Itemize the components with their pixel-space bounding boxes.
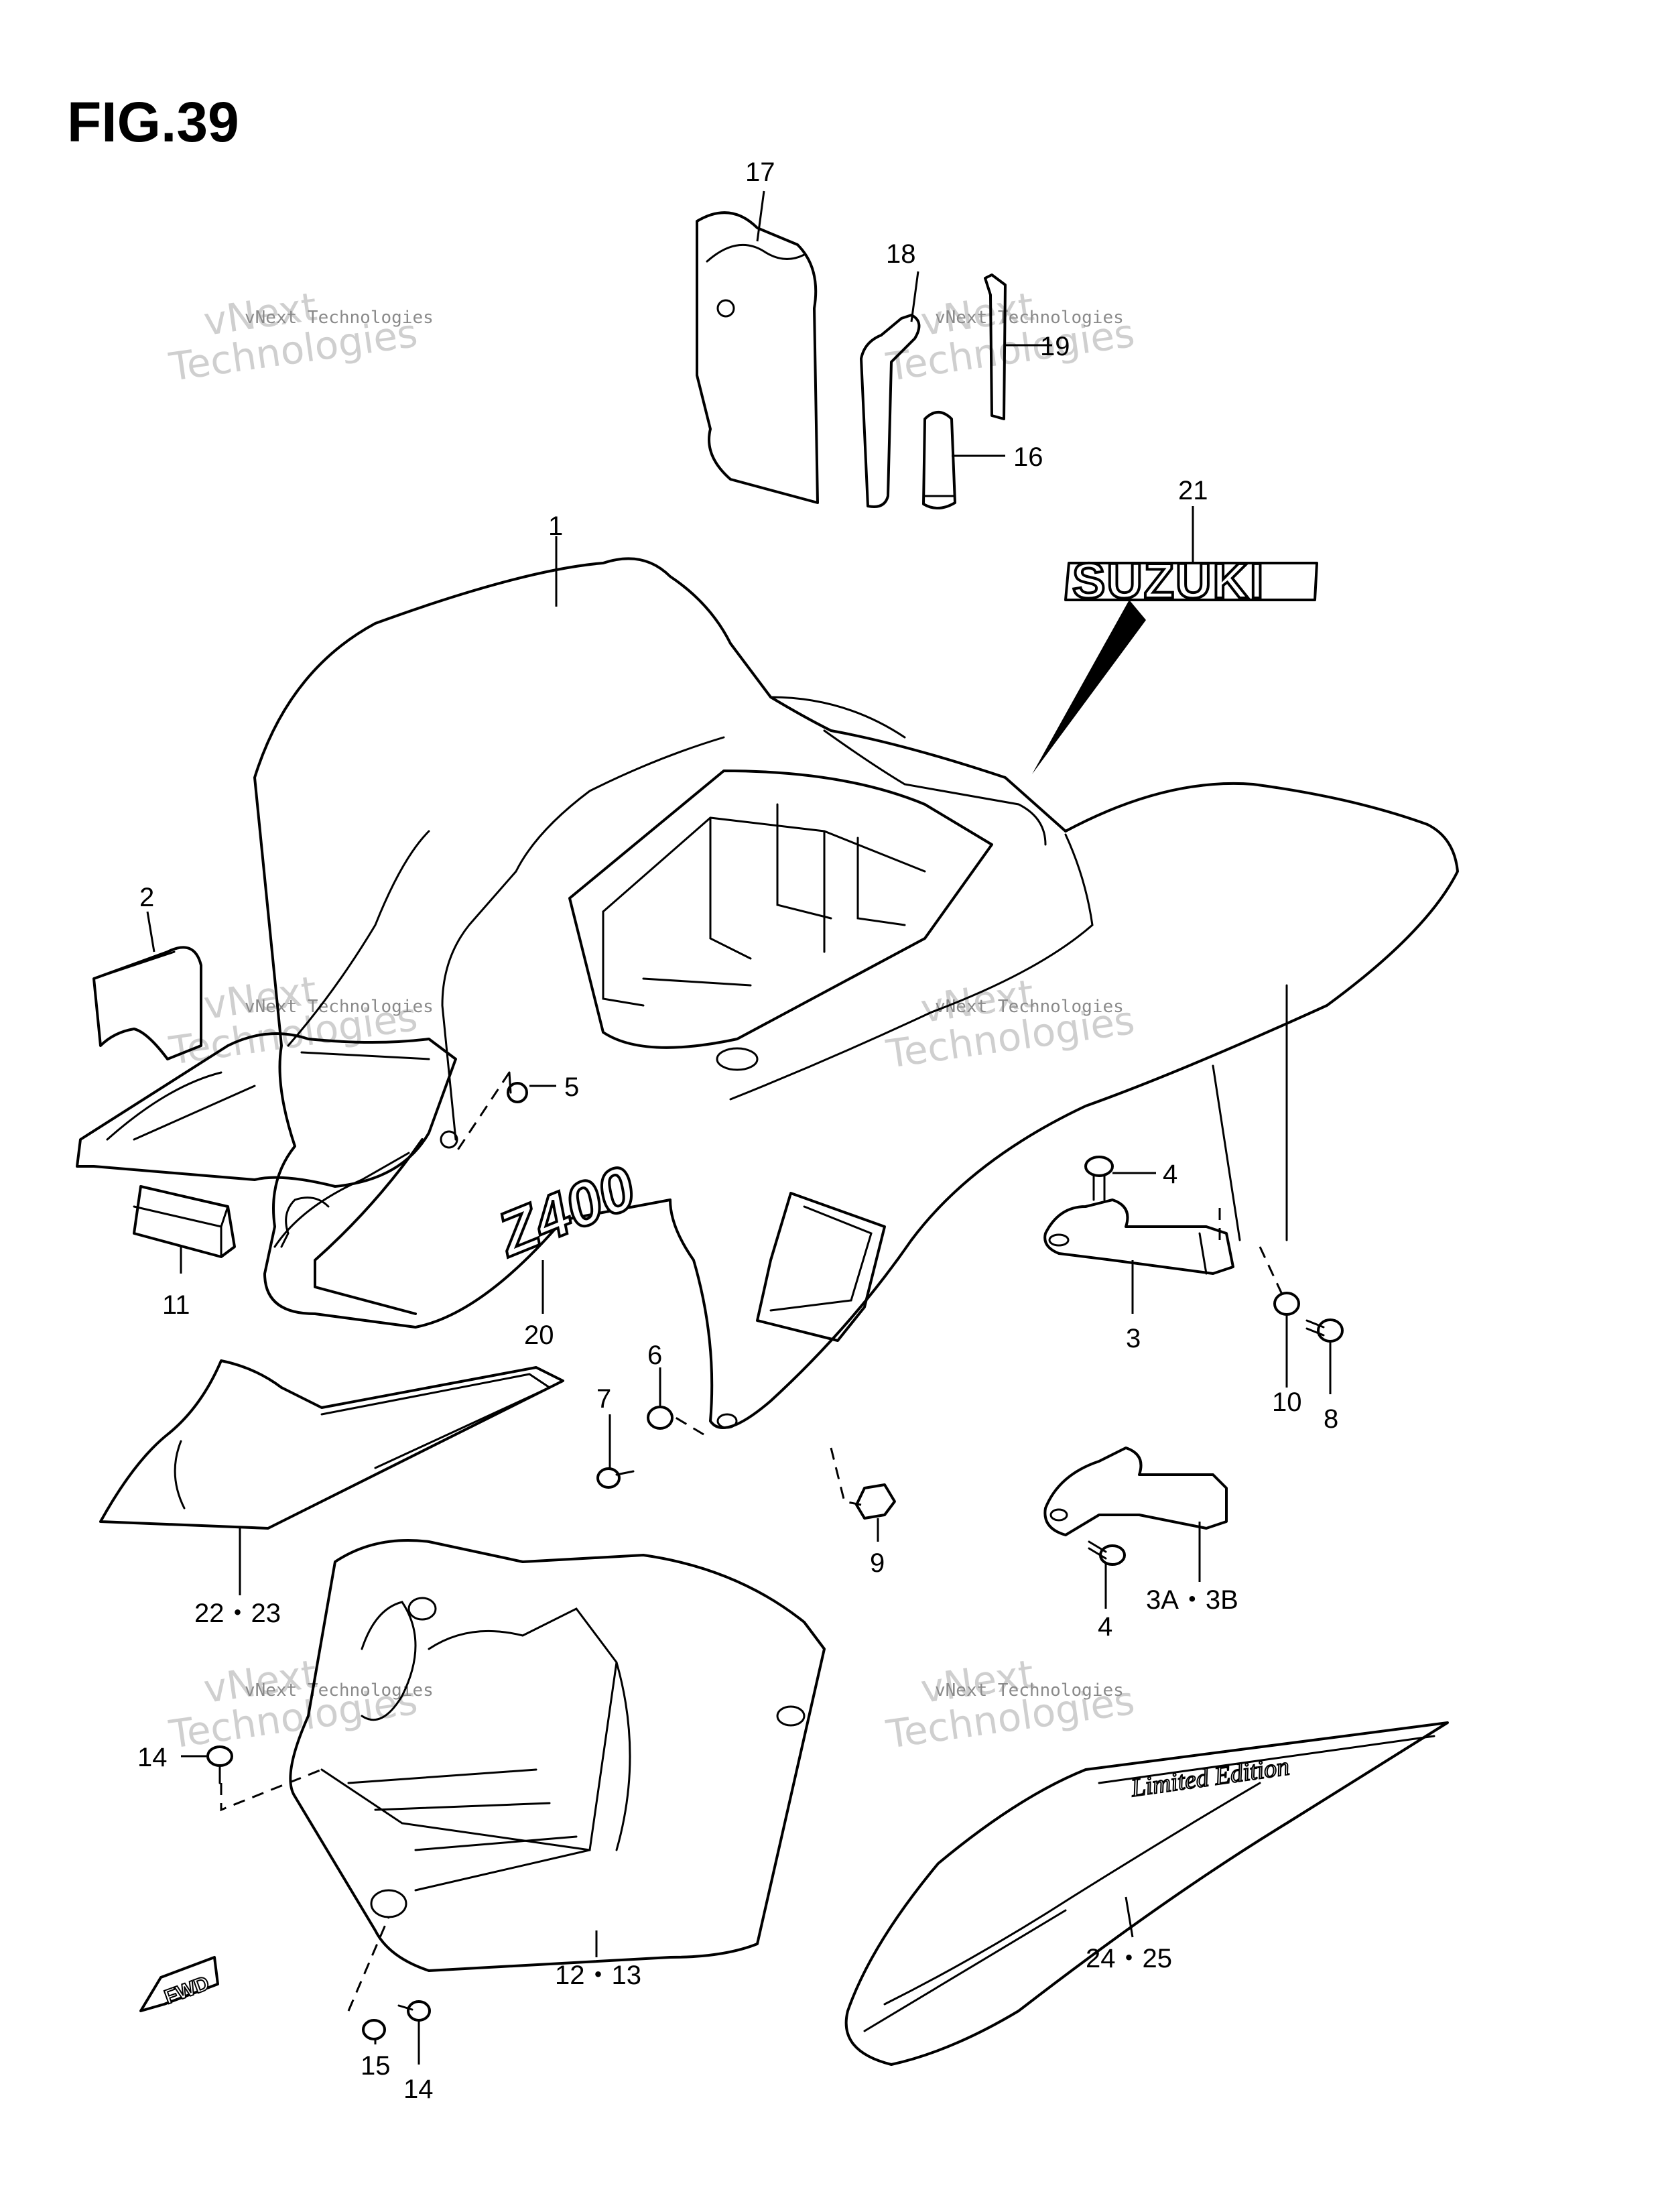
- part-3-bracket: [1043, 1199, 1234, 1275]
- callout-14-lower: 14: [403, 2075, 434, 2104]
- part-5-clip: [507, 1071, 528, 1103]
- part-24-25-stripe-decal: Limited Edition: [844, 1721, 1449, 2066]
- watermark-small: vNext Technologies: [245, 308, 434, 328]
- part-15-washer: [362, 2019, 386, 2040]
- callout-9: 9: [870, 1548, 885, 1578]
- part-11-block: [133, 1185, 236, 1258]
- watermark-small: vNext Technologies: [935, 1680, 1124, 1701]
- watermarks: vNext Technologies vNext Technologies vN…: [166, 284, 1137, 1758]
- part-8-bolt: [1305, 1318, 1344, 1343]
- callout-10: 10: [1272, 1388, 1302, 1417]
- callout-20: 20: [524, 1320, 554, 1350]
- callout-18: 18: [886, 239, 916, 269]
- leader-lines: [146, 190, 1332, 2065]
- part-17-tool-bag: [696, 211, 819, 504]
- callout-16: 16: [1013, 442, 1043, 472]
- callout-8: 8: [1324, 1404, 1338, 1434]
- callout-15: 15: [361, 2051, 391, 2081]
- part-22-23-side-guard: [99, 1359, 564, 1530]
- figure-title: FIG.39: [67, 90, 239, 153]
- part-12-13-mud-guard: [289, 1539, 826, 1972]
- part-3a-3b-bracket: [1043, 1447, 1228, 1536]
- pointer-arrow: [1032, 600, 1146, 774]
- callout-11: 11: [162, 1290, 190, 1320]
- part-14-screw: [397, 2000, 431, 2022]
- part-9-nut: [855, 1483, 896, 1520]
- watermark-small: vNext Technologies: [245, 997, 434, 1017]
- watermark-small: vNext Technologies: [935, 997, 1124, 1017]
- part-14-screw: [206, 1745, 233, 1784]
- suzuki-logo-text: SUZUKI: [1072, 553, 1265, 609]
- callout-12-13: 12・13: [555, 1961, 641, 1990]
- callout-3a-3b: 3A・3B: [1146, 1585, 1238, 1615]
- callout-5: 5: [564, 1072, 579, 1102]
- callout-6: 6: [647, 1341, 662, 1370]
- part-16-plug: [922, 411, 956, 509]
- fwd-label: FWD: [162, 1972, 212, 2008]
- watermark-small: vNext Technologies: [935, 308, 1124, 328]
- left-side-panel: [76, 1032, 457, 1188]
- part-18-wrench: [860, 314, 921, 508]
- part-19-hex-key: [984, 273, 1007, 420]
- part-2-side-cover: [92, 946, 202, 1060]
- part-21-suzuki-decal: SUZUKI: [1064, 552, 1318, 610]
- part-7-screw: [596, 1467, 635, 1489]
- callout-22-23: 22・23: [194, 1599, 281, 1628]
- part-4-bolt: [1084, 1156, 1114, 1201]
- part-10-washer: [1273, 1292, 1300, 1316]
- part-4-bolt: [1088, 1540, 1126, 1566]
- z400-model-text: Z400: [487, 1153, 645, 1270]
- callout-19: 19: [1040, 332, 1070, 361]
- callout-4-lower: 4: [1098, 1612, 1112, 1642]
- callout-1: 1: [548, 511, 563, 541]
- callout-3: 3: [1126, 1324, 1141, 1353]
- part-6-collar: [647, 1406, 674, 1430]
- callout-labels: 17 18 19 16 21 1 2 5 4 3 11 20 6 7 10 8 …: [137, 158, 1338, 2104]
- callout-2: 2: [139, 883, 154, 912]
- fwd-direction-arrow: FWD: [139, 1956, 219, 2012]
- callout-14-upper: 14: [137, 1743, 168, 1772]
- callout-7: 7: [596, 1384, 611, 1414]
- callout-21: 21: [1178, 476, 1208, 505]
- callout-24-25: 24・25: [1086, 1944, 1172, 1973]
- callout-17: 17: [745, 158, 775, 187]
- callout-4-upper: 4: [1163, 1160, 1177, 1189]
